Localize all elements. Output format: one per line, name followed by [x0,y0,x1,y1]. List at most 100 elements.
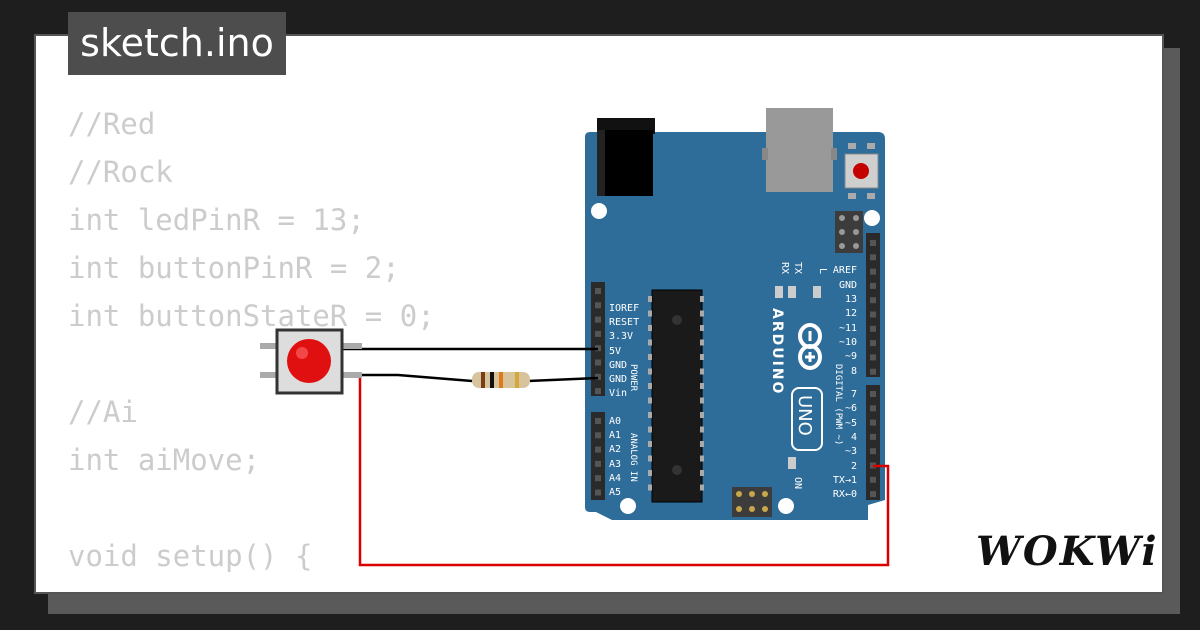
pushbutton-cap[interactable] [287,339,331,383]
header-pin [595,373,601,380]
analog-pin-label: A0 [609,416,621,427]
chip-leg [648,484,652,491]
chip-leg [700,455,704,462]
icsp-header-bottom [732,487,772,517]
wire-button-pin2[interactable] [358,375,890,567]
analog-pin-label: A4 [609,473,621,484]
mounting-hole [620,498,636,514]
mounting-hole [864,210,880,226]
wire-resistor-gnd[interactable] [527,376,599,383]
digital-pin-label: 4 [851,432,857,443]
mounting-hole [778,498,794,514]
power-pin-label: IOREF [609,303,639,314]
power-pin-label: RESET [609,317,639,328]
chip-leg [700,310,704,317]
digital-pin-label: GND [839,280,857,291]
status-leds [775,286,821,469]
digital-pin-label: ~3 [845,446,857,457]
chip-leg [700,397,704,404]
led-label-on: ON [792,477,803,489]
led-label-l: L [817,268,828,274]
header-pin [595,316,601,323]
chip-leg [700,484,704,491]
power-pin-label: GND [609,360,627,371]
digital-pin-label: 7 [851,389,857,400]
chip-leg [700,426,704,433]
analog-pin-label: A5 [609,487,621,498]
header-pin [595,446,601,453]
analog-pin-label: A3 [609,459,621,470]
header-pin [870,254,876,261]
digital-pin-label: 12 [845,308,857,319]
reset-button[interactable] [844,143,879,199]
power-header [591,282,605,396]
header-pin [870,354,876,361]
file-tab[interactable]: sketch.ino [68,12,286,75]
pushbutton[interactable] [260,328,362,395]
header-pin [870,433,876,440]
arduino-uno-board[interactable]: RX TX L ON IOREF RESET 3.3V 5V GND GND V… [585,108,885,520]
analog-pin-label: A2 [609,444,621,455]
digital-pin-label: TX→1 [833,475,857,486]
header-pin [870,476,876,483]
power-pin-label: Vin [609,388,627,399]
header-pin [870,268,876,275]
analog-header [591,412,605,500]
digital-pin-label: ~11 [839,323,857,334]
chip-leg [648,339,652,346]
led-label-tx: TX [792,262,803,274]
chip-leg [648,470,652,476]
wokwi-logo: WOKWi [976,528,1159,575]
digital-pin-label: AREF [833,265,857,276]
digital-pin-label: 2 [851,461,857,472]
header-pin [870,391,876,397]
power-pin-label: 3.3V [609,331,633,342]
header-pin [870,405,876,412]
code-line: void setup() { [68,539,313,573]
chip-leg [648,325,652,331]
chip-leg [648,368,652,375]
resistor[interactable] [472,372,530,388]
header-pin [870,325,876,332]
chip-leg [700,441,704,447]
digital-pin-label: ~6 [845,403,857,414]
code-line: //Rock [68,155,173,189]
digital-header-top [866,233,880,377]
header-pin [870,240,876,246]
code-line: int ledPinR = 13; [68,203,365,237]
power-section-label: POWER [628,364,638,392]
header-pin [595,475,601,482]
board-model: UNO [794,395,815,436]
chip-leg [700,368,704,375]
board-brand: ARDUINO [769,308,785,395]
digital-pin-label: 8 [851,366,857,377]
model-badge [791,387,823,451]
digital-section-label: DIGITAL (PWM ~) [833,364,843,445]
analog-section-label: ANALOG IN [628,433,638,482]
header-pin [870,448,876,455]
header-pin [595,489,601,496]
digital-pin-label: ~5 [845,418,857,429]
microcontroller-chip [648,289,704,503]
digital-header-bottom [866,385,880,500]
usb-port [762,108,837,192]
chip-leg [700,354,704,360]
digital-pin-label: ~10 [839,337,857,348]
header-pin [595,418,601,424]
chip-leg [700,339,704,346]
header-pin [595,388,601,395]
code-line: //Red [68,107,156,141]
code-editor[interactable]: //Red //Rock int ledPinR = 13; int butto… [68,100,435,580]
chip-leg [700,470,704,476]
header-pin [870,282,876,289]
chip-leg [648,354,652,360]
header-pin [870,311,876,318]
chip-leg [648,296,652,302]
header-pin [595,432,601,439]
icsp-header [835,211,863,253]
code-line: int buttonStateR = 0; [68,299,435,333]
header-pin [870,340,876,347]
chip-leg [700,296,704,302]
code-line: int aiMove; [68,443,261,477]
chip-leg [648,441,652,447]
